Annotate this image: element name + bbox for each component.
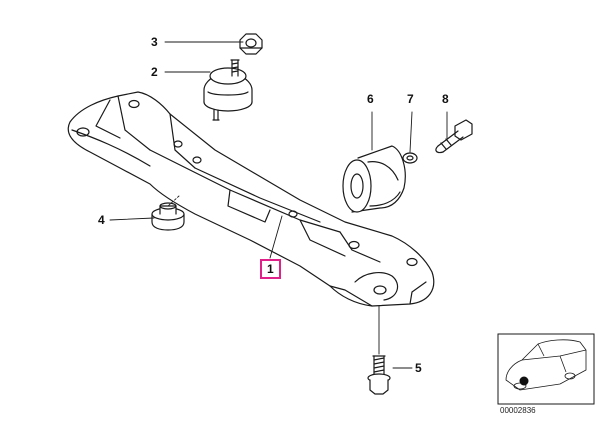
transmission-mount[interactable] [203, 59, 253, 121]
leader-lines [109, 41, 448, 369]
callout-2[interactable]: 2 [151, 65, 158, 79]
washer[interactable] [402, 152, 418, 164]
vehicle-location-inset [497, 333, 595, 405]
transmission-crossmember[interactable] [67, 91, 435, 307]
hex-bolt[interactable] [435, 119, 473, 154]
hex-nut-top[interactable] [239, 33, 263, 55]
callout-4[interactable]: 4 [98, 213, 105, 227]
callout-3[interactable]: 3 [151, 35, 158, 49]
callout-8[interactable]: 8 [442, 92, 449, 106]
callout-7[interactable]: 7 [407, 92, 414, 106]
callout-5[interactable]: 5 [415, 361, 422, 375]
callout-1-highlighted[interactable]: 1 [260, 259, 281, 279]
callout-6[interactable]: 6 [367, 92, 374, 106]
collar-nut[interactable] [151, 202, 185, 231]
diagram-reference-number: 00002836 [500, 406, 536, 415]
rubber-bushing[interactable] [342, 145, 406, 213]
flange-bolt[interactable] [367, 355, 391, 395]
